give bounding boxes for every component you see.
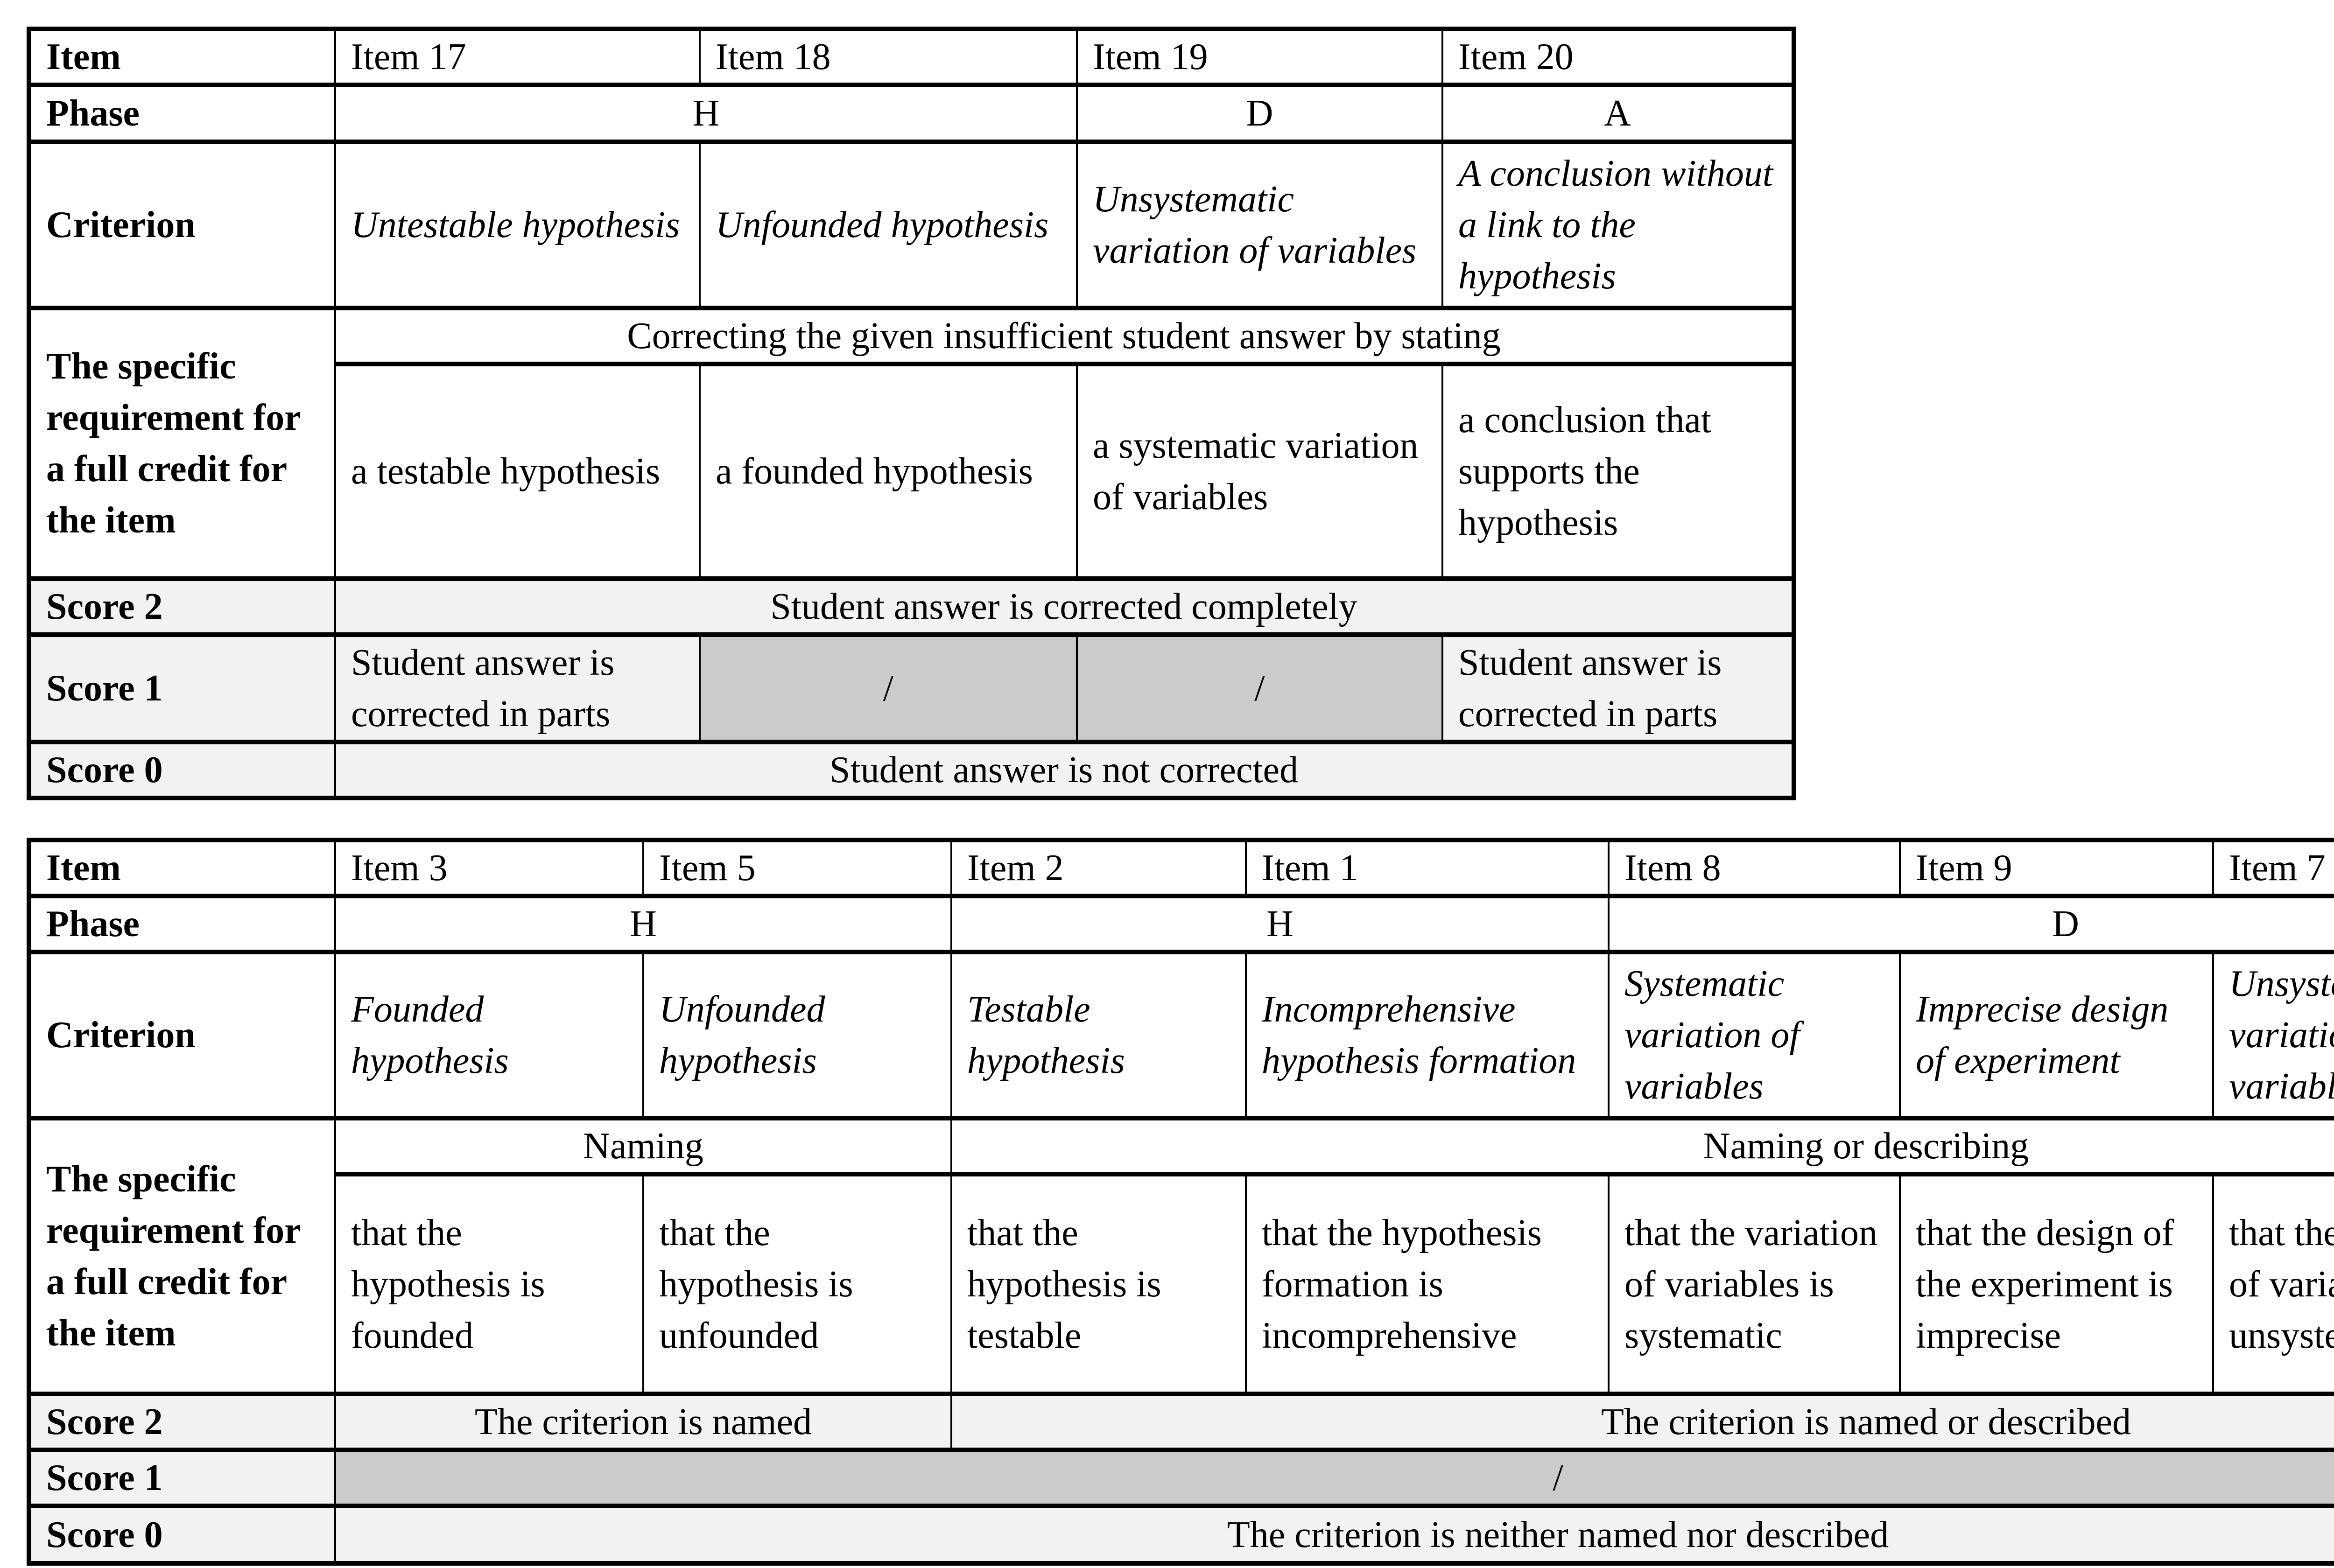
t2-criterion-row-label: Criterion bbox=[28, 950, 336, 1120]
requirement-detail-row: a testable hypothesis a founded hypothes… bbox=[29, 362, 1795, 581]
t2-score2-named-cell: The criterion is named bbox=[334, 1392, 952, 1452]
t1-requirement-row-label: The specific requirement for a full cred… bbox=[28, 306, 336, 581]
item-row: Item Item 3 Item 5 Item 2 Item 1 Item 8 … bbox=[28, 838, 2334, 898]
t2-requirement-row-label: The specific requirement for a full cred… bbox=[28, 1116, 336, 1396]
t2-score1-label: Score 1 bbox=[28, 1448, 336, 1508]
t1-score0-cell: Student answer is not corrected bbox=[334, 740, 1795, 800]
t1-requirement-item19: a systematic variation of variables bbox=[1076, 362, 1443, 581]
t1-phase-row-label: Phase bbox=[28, 83, 336, 144]
t2-requirement-item3: that the hypothesis is founded bbox=[334, 1172, 644, 1396]
t2-criterion-item8: Systematic variation of variables bbox=[1608, 950, 1901, 1120]
t2-requirement-item8: that the variation of variables is syste… bbox=[1608, 1172, 1901, 1396]
t1-requirement-item20: a conclusion that supports the hypothesi… bbox=[1441, 362, 1795, 581]
t2-criterion-item5: Unfounded hypothesis bbox=[642, 950, 952, 1120]
t2-criterion-item1: Incomprehensive hypothesis formation bbox=[1245, 950, 1610, 1120]
requirement-header-row: The specific requirement for a full cred… bbox=[28, 1116, 2334, 1396]
t1-item19-header: Item 19 bbox=[1076, 27, 1443, 87]
criterion-row: Criterion Founded hypothesis Unfounded h… bbox=[28, 950, 2334, 1120]
t1-phase-h-cell: H bbox=[334, 83, 1078, 144]
table-body: Item Item 17 Item 18 Item 19 Item 20 Pha… bbox=[28, 27, 1795, 800]
t1-score1-item19-slash: / bbox=[1076, 632, 1443, 744]
t1-item-row-label: Item bbox=[28, 27, 336, 87]
t2-criterion-item2: Testable hypothesis bbox=[950, 950, 1247, 1120]
t2-score0-cell: The criterion is neither named nor descr… bbox=[334, 1504, 2334, 1566]
t2-criterion-item3: Founded hypothesis bbox=[334, 950, 644, 1120]
t1-score0-label: Score 0 bbox=[28, 740, 336, 800]
t2-item7-header: Item 7 bbox=[2212, 838, 2334, 898]
rubric-table-items-17-20: Item Item 17 Item 18 Item 19 Item 20 Pha… bbox=[27, 27, 1796, 800]
t2-requirement-header-naming: Naming bbox=[334, 1116, 952, 1176]
t1-item17-header: Item 17 bbox=[334, 27, 701, 87]
t2-phase-h1-cell: H bbox=[334, 894, 952, 954]
t1-requirement-header-cell: Correcting the given insufficient studen… bbox=[334, 306, 1795, 366]
t2-item3-header: Item 3 bbox=[334, 838, 644, 898]
score2-row: Score 2 Student answer is corrected comp… bbox=[28, 576, 1795, 637]
phase-row: Phase H D A bbox=[28, 83, 1795, 144]
requirement-detail-row: that the hypothesis is founded that the … bbox=[29, 1172, 2334, 1396]
t2-requirement-item7: that the variation of variables is unsys… bbox=[2212, 1172, 2334, 1396]
t1-requirement-item17: a testable hypothesis bbox=[334, 362, 701, 581]
t1-score1-item18-slash: / bbox=[699, 632, 1078, 744]
t1-score1-item17: Student answer is corrected in parts bbox=[334, 632, 701, 744]
t2-phase-h2-cell: H bbox=[950, 894, 1610, 954]
t2-item1-header: Item 1 bbox=[1245, 838, 1610, 898]
score1-row: Score 1 / bbox=[28, 1448, 2334, 1508]
t2-score1-slash-cell: / bbox=[334, 1448, 2334, 1508]
score1-row: Score 1 Student answer is corrected in p… bbox=[28, 632, 1795, 744]
t1-score1-item20: Student answer is corrected in parts bbox=[1441, 632, 1795, 744]
table-body: Item Item 3 Item 5 Item 2 Item 1 Item 8 … bbox=[28, 838, 2334, 1566]
t1-score1-label: Score 1 bbox=[28, 632, 336, 744]
t2-requirement-item5: that the hypothesis is unfounded bbox=[642, 1172, 952, 1396]
t1-item20-header: Item 20 bbox=[1441, 27, 1795, 87]
t2-score0-label: Score 0 bbox=[28, 1504, 336, 1566]
t1-criterion-item18: Unfounded hypothesis bbox=[699, 140, 1078, 310]
t2-criterion-item7: Unsystematic variation of variables bbox=[2212, 950, 2334, 1120]
t2-phase-d-cell: D bbox=[1608, 894, 2334, 954]
t2-item9-header: Item 9 bbox=[1899, 838, 2214, 898]
score2-row: Score 2 The criterion is named The crite… bbox=[28, 1392, 2334, 1452]
t1-score2-cell: Student answer is corrected completely bbox=[334, 576, 1795, 637]
t2-item5-header: Item 5 bbox=[642, 838, 952, 898]
t2-item2-header: Item 2 bbox=[950, 838, 1247, 898]
rubric-table-items-3-12: Item Item 3 Item 5 Item 2 Item 1 Item 8 … bbox=[27, 838, 2334, 1566]
item-row: Item Item 17 Item 18 Item 19 Item 20 bbox=[28, 27, 1795, 87]
t2-requirement-item1: that the hypothesis formation is incompr… bbox=[1245, 1172, 1610, 1396]
t1-score2-label: Score 2 bbox=[28, 576, 336, 637]
t2-item8-header: Item 8 bbox=[1608, 838, 1901, 898]
score0-row: Score 0 Student answer is not corrected bbox=[28, 740, 1795, 800]
t2-score2-named-described-cell: The criterion is named or described bbox=[950, 1392, 2334, 1452]
t2-score2-label: Score 2 bbox=[28, 1392, 336, 1452]
t2-phase-row-label: Phase bbox=[28, 894, 336, 954]
phase-row: Phase H H D A bbox=[28, 894, 2334, 954]
t2-requirement-item9: that the design of the experiment is imp… bbox=[1899, 1172, 2214, 1396]
criterion-row: Criterion Untestable hypothesis Unfounde… bbox=[28, 140, 1795, 310]
t1-criterion-item17: Untestable hypothesis bbox=[334, 140, 701, 310]
t1-phase-d-cell: D bbox=[1076, 83, 1443, 144]
t1-item18-header: Item 18 bbox=[699, 27, 1078, 87]
t1-criterion-item20: A conclusion without a link to the hypot… bbox=[1441, 140, 1795, 310]
score0-row: Score 0 The criterion is neither named n… bbox=[28, 1504, 2334, 1566]
requirement-header-row: The specific requirement for a full cred… bbox=[28, 306, 1795, 581]
t1-criterion-item19: Unsystematic variation of variables bbox=[1076, 140, 1443, 310]
t2-requirement-header-naming-describing: Naming or describing bbox=[950, 1116, 2334, 1176]
t1-criterion-row-label: Criterion bbox=[28, 140, 336, 310]
t2-item-row-label: Item bbox=[28, 838, 336, 898]
t2-requirement-item2: that the hypothesis is testable bbox=[950, 1172, 1247, 1396]
t2-criterion-item9: Imprecise design of experiment bbox=[1899, 950, 2214, 1120]
t1-phase-a-cell: A bbox=[1441, 83, 1795, 144]
t1-requirement-item18: a founded hypothesis bbox=[699, 362, 1078, 581]
